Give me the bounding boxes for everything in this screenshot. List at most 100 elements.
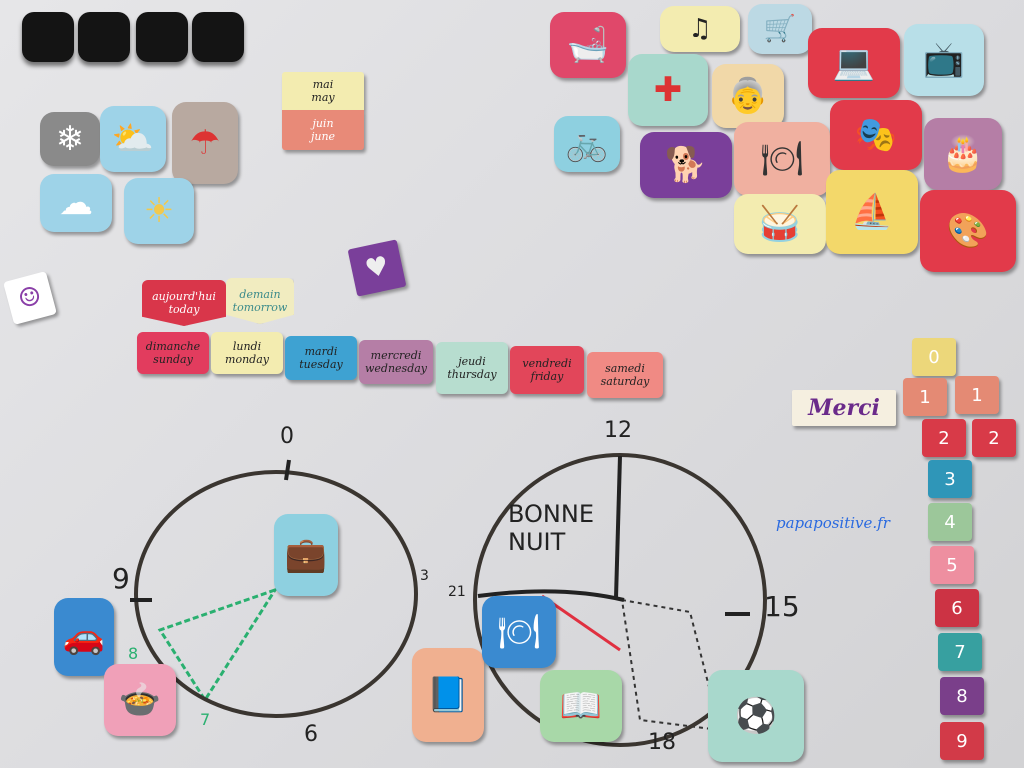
merci-magnet[interactable]: Merci: [792, 390, 896, 426]
number-tile[interactable]: 0: [912, 338, 956, 376]
snowflake-icon: ❄: [40, 112, 100, 166]
number-label: 0: [928, 346, 940, 368]
day-fr: vendredi: [522, 357, 572, 370]
clock-label: 3: [420, 568, 429, 584]
sailboat-icon: ⛵: [826, 170, 918, 254]
birthday-cake-icon: 🎂: [924, 118, 1002, 190]
watermark: papapositive.fr: [776, 514, 890, 532]
merci-text: Merci: [808, 394, 880, 421]
day-fr: dimanche: [145, 340, 201, 353]
number-label: 5: [946, 554, 958, 576]
shopping-cart-icon: 🛒: [748, 4, 812, 54]
bicycle-icon: 🚲: [554, 116, 620, 172]
meal-icon: 🍽: [734, 122, 830, 196]
number-label: 3: [944, 468, 956, 490]
day-en: today: [168, 303, 200, 316]
day-en: tomorrow: [232, 301, 288, 314]
book-icon: 📘: [412, 648, 484, 742]
magnet-puck: [78, 12, 130, 62]
sun-cloud-icon: ⛅: [100, 106, 166, 172]
day-fr: jeudi: [458, 355, 486, 368]
day-en: friday: [530, 370, 564, 383]
magnet-puck: [192, 12, 244, 62]
number-tile[interactable]: 8: [940, 677, 984, 715]
number-tile[interactable]: 4: [928, 503, 972, 541]
bonne-nuit-text: BONNE NUIT: [508, 500, 595, 556]
day-fr: samedi: [605, 362, 645, 375]
number-tile[interactable]: 7: [938, 633, 982, 671]
clock-label: 7: [200, 710, 211, 729]
toys-icon: 🥁: [734, 194, 826, 254]
number-tile[interactable]: 6: [935, 589, 979, 627]
number-tile[interactable]: 3: [928, 460, 972, 498]
soup-icon: 🍲: [104, 664, 176, 736]
clock-label: 18: [648, 730, 676, 755]
briefcase-icon: 💼: [274, 514, 338, 596]
number-label: 7: [954, 641, 966, 663]
number-tile[interactable]: 2: [972, 419, 1016, 457]
black-hatched-sector: [620, 598, 722, 732]
number-tile[interactable]: 5: [930, 546, 974, 584]
wind-cloud-icon: ☁: [40, 174, 112, 232]
month-fr: mai: [312, 78, 334, 91]
tv-icon: 📺: [904, 24, 984, 96]
clock-label: 6: [304, 722, 318, 747]
day-en: tuesday: [299, 358, 343, 371]
number-label: 1: [919, 386, 931, 408]
day-fr: demain: [239, 288, 281, 301]
day-fr: lundi: [232, 340, 262, 353]
green-hatched-sector: [157, 587, 279, 703]
day-en: monday: [225, 353, 269, 366]
bath-icon: 🛁: [550, 12, 626, 78]
clock-label: 12: [604, 418, 632, 443]
clock-label: 15: [764, 590, 800, 623]
month-en: june: [310, 130, 336, 143]
day-fr: mardi: [304, 345, 338, 358]
number-label: 9: [956, 730, 968, 752]
theater-icon: 🎭: [830, 100, 922, 170]
magnet-puck: [136, 12, 188, 62]
dog-icon: 🐕: [640, 132, 732, 198]
clock-label: 9: [112, 562, 130, 595]
meal-icon: 🍽: [482, 596, 556, 668]
doctor-icon: ✚: [628, 54, 708, 126]
sports-icon: ⚽: [708, 670, 804, 762]
rain-umbrella-icon: ☂: [172, 102, 238, 184]
sun-icon: ☀: [124, 178, 194, 244]
left-clock-circle: [134, 470, 418, 718]
number-tile[interactable]: 1: [955, 376, 999, 414]
day-en: wednesday: [364, 362, 428, 375]
month-en: may: [311, 91, 335, 104]
painting-icon: 🎨: [920, 190, 1016, 272]
music-icon: ♫: [660, 6, 740, 52]
number-tile[interactable]: 1: [903, 378, 947, 416]
number-label: 1: [971, 384, 983, 406]
number-tile[interactable]: 2: [922, 419, 966, 457]
magnet-puck: [22, 12, 74, 62]
number-label: 2: [938, 427, 950, 449]
computer-icon: 💻: [808, 28, 900, 98]
number-label: 2: [988, 427, 1000, 449]
day-fr: aujourd'hui: [152, 290, 216, 303]
number-tile[interactable]: 9: [940, 722, 984, 760]
grandparents-icon: 👵: [712, 64, 784, 128]
clock-label: 0: [280, 424, 294, 449]
number-label: 4: [944, 511, 956, 533]
right-clock-circle: [473, 453, 767, 747]
car-icon: 🚗: [54, 598, 114, 676]
day-en: saturday: [600, 375, 650, 388]
homework-icon: 📖: [540, 670, 622, 742]
